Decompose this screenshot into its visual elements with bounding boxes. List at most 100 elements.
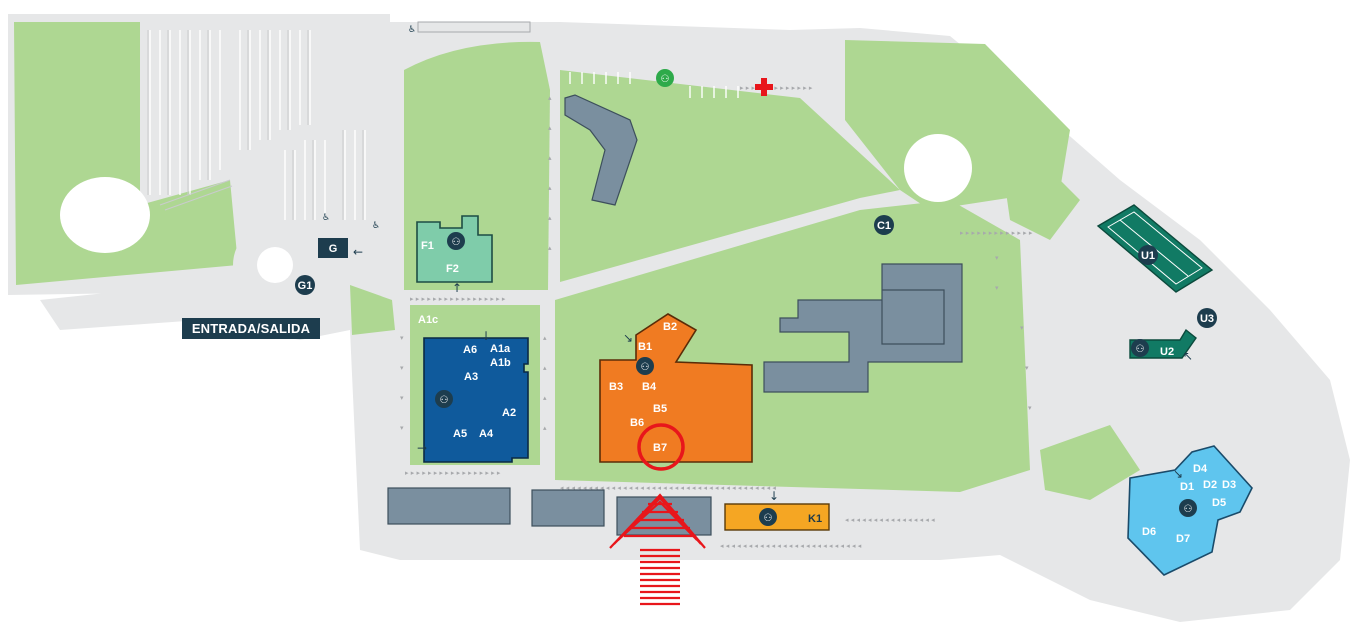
svg-text:▴: ▴ — [548, 214, 552, 222]
svg-text:▾: ▾ — [1025, 364, 1029, 372]
svg-text:▴: ▴ — [543, 394, 547, 402]
svg-text:▴: ▴ — [543, 364, 547, 372]
svg-text:▾: ▾ — [995, 254, 999, 262]
building-north-gray — [564, 94, 638, 206]
building-c-gray — [763, 263, 963, 393]
label-b2: B2 — [663, 321, 677, 333]
badge-g1-label: G1 — [298, 280, 313, 292]
wheelchair-icon: ♿ — [322, 213, 330, 223]
label-b6: B6 — [630, 417, 644, 429]
entrance-arrow-icon: ↑ — [452, 281, 462, 295]
svg-text:▴: ▴ — [548, 184, 552, 192]
label-b1: B1 — [638, 341, 652, 353]
svg-text:◂ ◂ ◂ ◂ ◂ ◂ ◂ ◂ ◂ ◂ ◂ ◂ ◂ ◂ ◂: ◂ ◂ ◂ ◂ ◂ ◂ ◂ ◂ ◂ ◂ ◂ ◂ ◂ ◂ ◂ ◂ ◂ ◂ ◂ ◂ … — [560, 484, 776, 492]
svg-text:▾: ▾ — [1020, 324, 1024, 332]
svg-text:◂ ◂ ◂ ◂ ◂ ◂ ◂ ◂ ◂ ◂ ◂ ◂ ◂ ◂ ◂: ◂ ◂ ◂ ◂ ◂ ◂ ◂ ◂ ◂ ◂ ◂ ◂ ◂ ◂ ◂ ◂ ◂ ◂ ◂ ◂ … — [720, 542, 862, 550]
road-direction-arrows: ▸ ▸ ▸ ▸ ▸ ▸ ▸ ▸ ▸ ▸ ▸ ▸ ▸ ▸ ▸ ▸ ▸ ▸ ▸ ▸ … — [405, 84, 1033, 550]
label-d4: D4 — [1193, 463, 1208, 475]
label-b5: B5 — [653, 403, 667, 415]
svg-text:▾: ▾ — [400, 424, 404, 432]
entrance-arrow-icon: ↓ — [769, 489, 779, 503]
entrance-arrow-icon: ↖ — [1183, 349, 1193, 363]
building-g — [318, 238, 348, 258]
first-aid-icon — [755, 78, 773, 96]
svg-text:▾: ▾ — [400, 364, 404, 372]
badge-u1[interactable]: U1 — [1138, 245, 1158, 265]
label-b7: B7 — [653, 442, 667, 454]
wheelchair-icon: ♿ — [408, 25, 416, 35]
green-area-east-strip — [1000, 140, 1080, 240]
svg-text:▴: ▴ — [548, 244, 552, 252]
badge-g-label: G — [329, 243, 338, 255]
badge-c1[interactable]: C1 — [874, 215, 894, 235]
parking-stripes-dark — [147, 30, 364, 220]
svg-text:▴: ▴ — [548, 154, 552, 162]
building-south-1 — [387, 487, 511, 525]
restroom-icons: ⚇ ⚇ ⚇ ⚇ ⚇ ⚇ ⚇ — [435, 69, 1197, 526]
label-d2: D2 — [1203, 479, 1217, 491]
entrance-arrow-icon: ↘ — [1173, 467, 1183, 481]
label-a1b: A1b — [490, 357, 511, 369]
green-area-west-loop — [60, 177, 150, 253]
pointer-arrow — [609, 493, 706, 606]
label-f1: F1 — [421, 240, 434, 252]
label-a1a: A1a — [490, 343, 511, 355]
label-a5: A5 — [453, 428, 467, 440]
svg-text:⚇: ⚇ — [764, 513, 773, 524]
svg-text:▸ ▸ ▸ ▸ ▸ ▸ ▸ ▸ ▸ ▸ ▸ ▸ ▸: ▸ ▸ ▸ ▸ ▸ ▸ ▸ ▸ ▸ ▸ ▸ ▸ ▸ — [740, 84, 813, 92]
restroom-icon — [1131, 339, 1149, 357]
badge-g1[interactable]: G1 — [295, 275, 315, 295]
label-d3: D3 — [1222, 479, 1236, 491]
restroom-icon — [447, 232, 465, 250]
parking-stripes — [149, 30, 739, 220]
hatched-strip-top — [417, 21, 531, 33]
entrance-arrows: ← ↑ ↓ → ↘ ↓ ↖ ↘ — [353, 245, 1193, 503]
svg-text:▾: ▾ — [995, 284, 999, 292]
label-d5: D5 — [1212, 497, 1226, 509]
restroom-icon — [435, 390, 453, 408]
label-a2: A2 — [502, 407, 516, 419]
badge-c1-label: C1 — [877, 220, 891, 232]
svg-text:▸ ▸ ▸ ▸ ▸ ▸ ▸ ▸ ▸ ▸ ▸ ▸ ▸ ▸ ▸: ▸ ▸ ▸ ▸ ▸ ▸ ▸ ▸ ▸ ▸ ▸ ▸ ▸ ▸ ▸ ▸ ▸ — [405, 469, 501, 477]
green-area-west-small — [350, 285, 395, 335]
svg-text:▾: ▾ — [400, 394, 404, 402]
label-u2: U2 — [1160, 346, 1174, 358]
svg-text:▾: ▾ — [400, 334, 404, 342]
entrance-arrow-icon: ← — [353, 245, 363, 259]
badge-u1-label: U1 — [1141, 250, 1155, 262]
restroom-icon — [759, 508, 777, 526]
svg-text:◂ ◂ ◂ ◂ ◂ ◂ ◂ ◂ ◂ ◂ ◂ ◂ ◂ ◂ ◂: ◂ ◂ ◂ ◂ ◂ ◂ ◂ ◂ ◂ ◂ ◂ ◂ ◂ ◂ ◂ ◂ — [845, 516, 935, 524]
svg-text:⚇: ⚇ — [641, 362, 650, 373]
svg-text:⚇: ⚇ — [440, 395, 449, 406]
svg-text:▴: ▴ — [548, 124, 552, 132]
green-area-north-central — [560, 70, 900, 282]
entrance-arrow-icon: ↘ — [623, 331, 633, 345]
building-a[interactable] — [423, 337, 529, 463]
label-d1: D1 — [1180, 481, 1194, 493]
label-f2: F2 — [446, 263, 459, 275]
svg-text:▴: ▴ — [548, 94, 552, 102]
entrance-exit-label: ENTRADA/SALIDA — [182, 318, 320, 339]
roundabout-west-inner — [257, 247, 293, 283]
svg-text:▸ ▸ ▸ ▸ ▸ ▸ ▸ ▸ ▸ ▸ ▸ ▸ ▸ ▸ ▸: ▸ ▸ ▸ ▸ ▸ ▸ ▸ ▸ ▸ ▸ ▸ ▸ ▸ ▸ ▸ ▸ ▸ — [410, 295, 506, 303]
svg-text:⚇: ⚇ — [452, 237, 461, 248]
wheelchair-icons: ♿ ♿ ♿ — [322, 25, 416, 231]
restroom-icon — [636, 357, 654, 375]
svg-text:▴: ▴ — [543, 424, 547, 432]
highlight-circle-b7 — [637, 423, 685, 471]
badge-u3[interactable]: U3 — [1197, 308, 1217, 328]
label-b4: B4 — [642, 381, 657, 393]
label-a6: A6 — [463, 344, 477, 356]
roundabout-north — [904, 134, 972, 202]
wheelchair-icon: ♿ — [372, 221, 380, 231]
road-direction-arrows-vertical: ▴▴▴▴▴▴ ▾▾▾▾ ▴▴▴▴ ▾▾▾▾▾ — [400, 94, 1032, 432]
svg-text:⚇: ⚇ — [1184, 504, 1193, 515]
label-k1: K1 — [808, 513, 822, 525]
svg-text:⚇: ⚇ — [1136, 344, 1145, 355]
green-area-southeast — [1040, 425, 1140, 500]
svg-text:▸ ▸ ▸ ▸ ▸ ▸ ▸ ▸ ▸ ▸ ▸ ▸ ▸: ▸ ▸ ▸ ▸ ▸ ▸ ▸ ▸ ▸ ▸ ▸ ▸ ▸ — [960, 229, 1033, 237]
label-a1c: A1c — [418, 314, 438, 326]
badge-u3-label: U3 — [1200, 313, 1214, 325]
svg-text:⚇: ⚇ — [661, 74, 670, 85]
